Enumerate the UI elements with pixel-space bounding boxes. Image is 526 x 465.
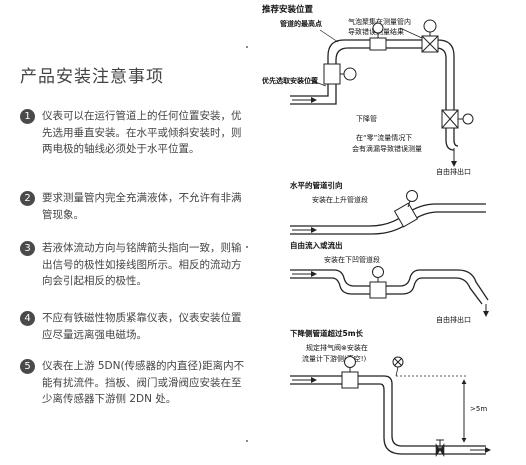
label-free-outlet: 自由排出口 — [436, 315, 471, 324]
item-number-badge: 1 — [20, 109, 35, 124]
divider-dot — [246, 46, 248, 48]
section-title: 推荐安装位置 — [262, 4, 314, 15]
item-number-badge: 2 — [20, 191, 35, 206]
pipe-down — [290, 375, 486, 455]
installation-diagram: 推荐安装位置 管道的最高点 气泡聚集在测量管内 导致错误测量结果 优先选取安装位… — [250, 0, 526, 465]
item-text: 仪表在上游 5DN(传感器的内直径)距离内不能有扰流件。挡板、阀门或滑阀应安装在… — [42, 360, 245, 405]
item-text: 不应有铁磁性物质紧靠仪表，仪表安装位置应尽量远离强电磁场。 — [42, 312, 242, 341]
section-horizontal-lead: 水平的管道引向 安装在上升管道段 — [290, 180, 486, 235]
section-note-line-1: 规定排气阀⊗安装在 — [306, 343, 368, 352]
label-bubble-line-1: 气泡聚集在测量管内 — [348, 17, 411, 26]
label-zero-flow-line-1: 在“零”流量情况下 — [356, 133, 412, 142]
label-zero-flow-line-2: 会有滴漏导致错误测量 — [352, 144, 422, 153]
item-number-badge: 3 — [20, 241, 35, 256]
divider-dot — [246, 440, 248, 442]
label-down-pipe: 下降管 — [356, 114, 377, 123]
list-item: 4 不应有铁磁性物质紧靠仪表，仪表安装位置应尽量远离强电磁场。 — [20, 310, 245, 343]
section-note: 安装在上升管道段 — [312, 195, 368, 204]
section-note-line-2: 流量计下游侧(真空!) — [302, 354, 367, 363]
label-high-point: 管道的最高点 — [280, 19, 322, 28]
leader-line — [319, 29, 339, 43]
leader-line — [399, 27, 423, 39]
list-item: 1 仪表可以在运行管道上的任何位置安装，优先选用垂直安装。在水平或倾斜安装时，则… — [20, 108, 245, 158]
flowmeter-horizontal — [369, 22, 387, 51]
label-free-outlet: 自由排出口 — [436, 167, 471, 176]
item-text: 若液体流动方向与铭牌箭头指向一致，则输出信号的极性如接线图所示。相反的流动方向会… — [42, 242, 242, 287]
section-note: 安装在下凹管道段 — [324, 255, 380, 264]
flowmeter — [369, 266, 387, 299]
item-number-badge: 5 — [20, 359, 35, 374]
pipe-rising — [290, 203, 486, 235]
label-preferred-position: 优先选取安装位置 — [262, 76, 318, 85]
item-text: 要求测量管内完全充满液体，不允许有非满管现象。 — [42, 192, 242, 221]
section-title: 下降侧管道超过5m长 — [290, 328, 364, 338]
flowmeter-top — [421, 19, 439, 53]
flowmeter-vertical — [323, 63, 357, 85]
section-title: 自由流入或流出 — [290, 240, 343, 250]
section-title: 水平的管道引向 — [290, 180, 343, 190]
flowmeter — [393, 190, 419, 228]
page-title: 产品安装注意事项 — [20, 67, 164, 87]
pipe-network-1 — [290, 39, 459, 151]
dimension-lines — [396, 375, 468, 447]
section-free-flow: 自由流入或流出 安装在下凹管道段 自由排出口 — [290, 240, 489, 324]
flowmeter-down-pipe — [441, 109, 474, 129]
pipe-sag — [290, 269, 489, 305]
section-recommended-position: 推荐安装位置 管道的最高点 气泡聚集在测量管内 导致错误测量结果 优先选取安装位… — [262, 4, 474, 176]
list-item: 3 若液体流动方向与铭牌箭头指向一致，则输出信号的极性如接线图所示。相反的流动方… — [20, 240, 245, 290]
section-long-down-pipe: 下降侧管道超过5m长 规定排气阀⊗安装在 流量计下游侧(真空!) >5m — [290, 328, 491, 457]
dimension-label: >5m — [470, 405, 487, 413]
vent-valve — [392, 356, 404, 377]
divider-dot — [246, 246, 248, 248]
instructions-panel: 产品安装注意事项 1 仪表可以在运行管道上的任何位置安装，优先选用垂直安装。在水… — [0, 0, 250, 465]
installation-diagram-svg: 推荐安装位置 管道的最高点 气泡聚集在测量管内 导致错误测量结果 优先选取安装位… — [262, 4, 491, 457]
list-item: 5 仪表在上游 5DN(传感器的内直径)距离内不能有扰流件。挡板、阀门或滑阀应安… — [20, 358, 245, 408]
item-number-badge: 4 — [20, 311, 35, 326]
flowmeter — [341, 356, 359, 389]
list-item: 2 要求测量管内完全充满液体，不允许有非满管现象。 — [20, 190, 245, 223]
shutoff-valve — [435, 439, 445, 457]
leader-line — [309, 79, 327, 87]
item-text: 仪表可以在运行管道上的任何位置安装，优先选用垂直安装。在水平或倾斜安装时，则两电… — [42, 110, 242, 155]
